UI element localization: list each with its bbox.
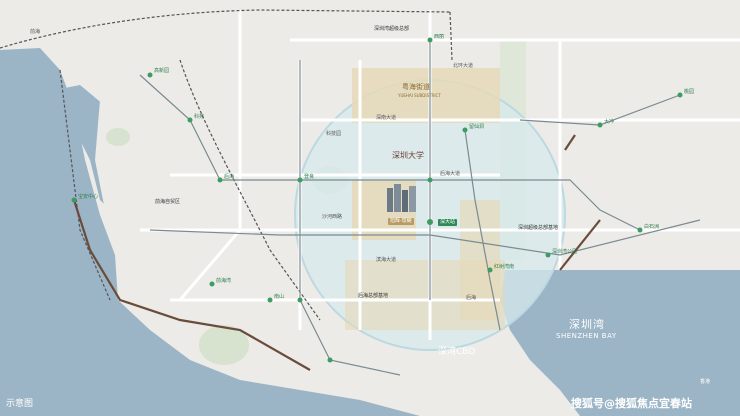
label-region-hk: 香港 — [700, 379, 711, 385]
station-11[interactable]: 宝安中心 — [78, 194, 99, 200]
focus-block-4 — [345, 260, 505, 330]
label-road-w: 沙河西路 — [322, 214, 343, 220]
station-4[interactable]: 登良 — [304, 174, 315, 180]
label-ring-area: 粤海街道 — [402, 83, 430, 91]
station-2[interactable]: 科苑 — [194, 114, 205, 120]
station-12[interactable]: 西丽 — [434, 34, 445, 40]
metro-brown-2 — [559, 219, 601, 271]
station-9[interactable]: 南山 — [274, 294, 285, 300]
sea-bay — [500, 270, 740, 416]
sea-west — [0, 48, 420, 416]
label-hq: 深圳超级总部基地 — [518, 225, 559, 231]
label-road-s: 后海大道 — [440, 171, 461, 177]
metro-brown-3 — [564, 134, 576, 151]
label-area-top: 深圳湾超级总部 — [374, 26, 410, 32]
label-university: 深圳大学 — [392, 151, 424, 160]
station-10[interactable]: 前海湾 — [216, 278, 232, 284]
station-14[interactable]: 白石洲 — [644, 224, 660, 230]
station-1[interactable]: 高新园 — [154, 68, 170, 74]
park-2 — [106, 128, 130, 146]
label-ring-area-sub: YUEHAI SUBDISTRICT — [398, 93, 441, 98]
label-road-north: 北环大道 — [453, 63, 474, 69]
metro-brown — [72, 199, 311, 371]
label-area-houhai: 后海 — [466, 295, 477, 301]
label-road-east: 深南大道 — [376, 115, 397, 121]
label-area-left: 前海自贸区 — [155, 199, 181, 205]
focus-block — [352, 68, 500, 123]
station-5[interactable]: 红树湾南 — [494, 264, 515, 270]
label-region-qh: 前海 — [30, 29, 41, 35]
station-6[interactable]: 深圳湾公园 — [552, 249, 578, 255]
station-3[interactable]: 后海 — [224, 174, 235, 180]
metro-dashed — [0, 9, 453, 321]
label-area-yuehai: 科技园 — [326, 131, 342, 137]
watermark: 搜狐号@搜狐焦点宜春站 — [571, 397, 692, 410]
label-road-mid: 滨海大道 — [376, 257, 397, 263]
station-8[interactable]: 桃园 — [684, 89, 695, 95]
label-schematic: 示意图 — [6, 399, 34, 409]
label-project: 旭辉·璟樾 — [388, 218, 414, 225]
land-peninsula — [95, 100, 340, 380]
stations — [71, 37, 683, 363]
label-bay-en: SHENZHEN BAY — [556, 332, 617, 340]
project-towers — [387, 184, 416, 212]
label-cbd: 深湾CBD — [438, 347, 476, 357]
station-7[interactable]: 大冲 — [604, 119, 615, 125]
park-1 — [199, 325, 249, 365]
station-main[interactable]: 深大站 — [438, 219, 458, 226]
label-bay-cn: 深圳湾 — [569, 318, 605, 331]
label-hq2: 后海总部基地 — [358, 293, 389, 299]
metro-lines — [139, 40, 701, 376]
station-13[interactable]: 留仙洞 — [469, 124, 485, 130]
